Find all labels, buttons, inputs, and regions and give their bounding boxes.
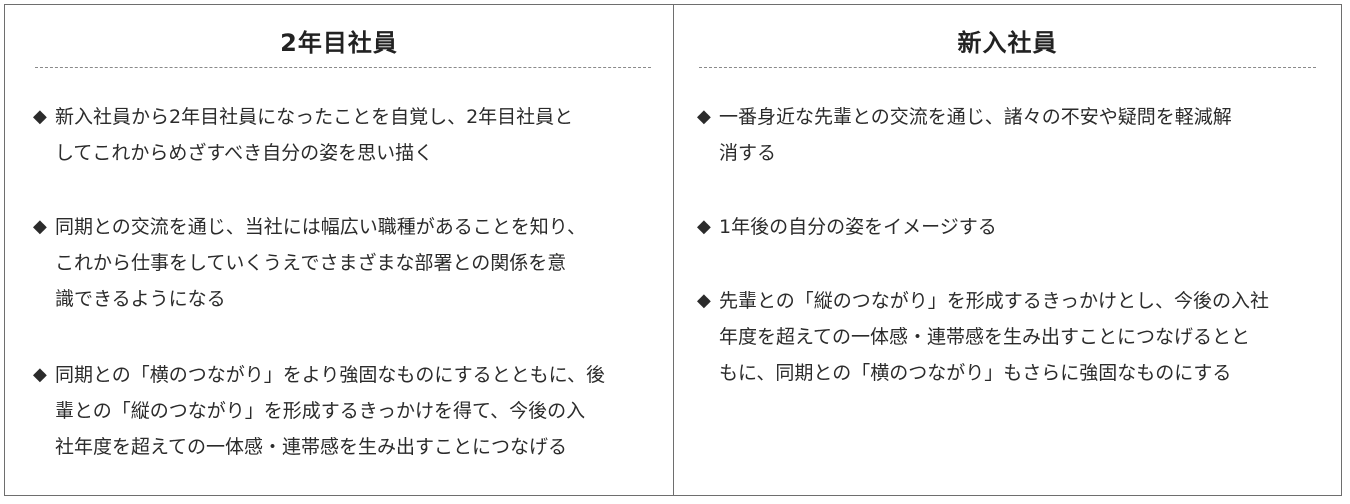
right-item-3-line-1: 先輩との「縦のつながり」を形成するきっかけとし、今後の入社: [719, 290, 1270, 312]
right-item-1-line-2: 消する: [719, 142, 777, 164]
diamond-bullet-icon: ◆: [33, 216, 47, 237]
left-item-2: ◆ 同期との交流を通じ、当社には幅広い職種があることを知り、 これから仕事をして…: [33, 209, 655, 317]
left-item-1: ◆ 新入社員から2年目社員になったことを自覚し、2年目社員と してこれからめざす…: [33, 99, 655, 171]
diamond-bullet-icon: ◆: [697, 216, 711, 237]
right-item-2-line-1: 1年後の自分の姿をイメージする: [719, 216, 997, 238]
left-item-3-line-2: 輩との「縦のつながり」を形成するきっかけを得て、今後の入: [55, 400, 586, 422]
second-year-column: 2年目社員 ◆ 新入社員から2年目社員になったことを自覚し、2年目社員と してこ…: [5, 5, 674, 495]
left-item-1-line-2: してこれからめざすべき自分の姿を思い描く: [55, 142, 434, 164]
left-item-1-line-1: 新入社員から2年目社員になったことを自覚し、2年目社員と: [55, 106, 574, 128]
right-item-2: ◆ 1年後の自分の姿をイメージする: [697, 209, 1317, 245]
left-item-3-line-3: 社年度を超えての一体感・連帯感を生み出すことにつなげる: [55, 436, 568, 458]
left-item-2-line-1: 同期との交流を通じ、当社には幅広い職種があることを知り、: [55, 216, 587, 238]
right-item-1-line-1: 一番身近な先輩との交流を通じ、諸々の不安や疑問を軽減解: [719, 106, 1232, 128]
left-item-2-line-2: これから仕事をしていくうえでさまざまな部署との関係を意: [55, 252, 567, 274]
left-item-2-line-3: 識できるようになる: [55, 288, 226, 310]
diamond-bullet-icon: ◆: [697, 290, 711, 311]
new-employee-title: 新入社員: [957, 29, 1058, 57]
right-item-3: ◆ 先輩との「縦のつながり」を形成するきっかけとし、今後の入社 年度を超えての一…: [697, 283, 1317, 391]
diamond-bullet-icon: ◆: [697, 106, 711, 127]
new-employee-column: 新入社員 ◆ 一番身近な先輩との交流を通じ、諸々の不安や疑問を軽減解 消する ◆…: [674, 5, 1341, 495]
second-year-title: 2年目社員: [280, 29, 398, 57]
right-item-1: ◆ 一番身近な先輩との交流を通じ、諸々の不安や疑問を軽減解 消する: [697, 99, 1317, 171]
right-dashed-divider: [699, 67, 1316, 68]
comparison-table: 2年目社員 ◆ 新入社員から2年目社員になったことを自覚し、2年目社員と してこ…: [4, 4, 1342, 496]
right-item-3-line-3: もに、同期との「横のつながり」もさらに強固なものにする: [719, 362, 1232, 384]
left-dashed-divider: [35, 67, 651, 68]
diamond-bullet-icon: ◆: [33, 106, 47, 127]
left-item-3: ◆ 同期との「横のつながり」をより強固なものにするとともに、後 輩との「縦のつな…: [33, 357, 655, 465]
left-item-3-line-1: 同期との「横のつながり」をより強固なものにするとともに、後: [55, 364, 606, 386]
diamond-bullet-icon: ◆: [33, 364, 47, 385]
right-item-3-line-2: 年度を超えての一体感・連帯感を生み出すことにつなげるとと: [719, 326, 1251, 348]
